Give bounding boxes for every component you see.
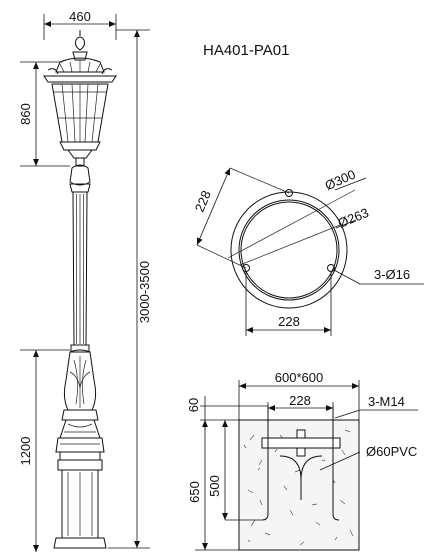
dim-text-total: 3000-3500 <box>137 261 152 323</box>
dim-lantern-height: 860 <box>18 61 70 167</box>
dim-text-circle-side: 228 <box>192 188 214 214</box>
dim-text-bolt-spacing: 228 <box>289 393 311 408</box>
dim-text-top-offset: 60 <box>186 398 201 412</box>
dim-lamp-width: 460 <box>43 9 117 40</box>
dim-text-bolts: 3-M14 <box>368 394 405 409</box>
model-title: HA401-PA01 <box>203 42 289 59</box>
dim-text-inner-diameter: Ø263 <box>336 205 371 231</box>
dim-text-foundation-depth: 650 <box>187 481 202 503</box>
lamp-post-elevation <box>43 30 117 549</box>
flange-plan-view: 228 Ø300 Ø263 3-Ø16 228 <box>192 167 424 336</box>
dim-text-460: 460 <box>69 9 91 24</box>
dim-text-holes: 3-Ø16 <box>374 267 410 282</box>
dim-text-860: 860 <box>18 103 33 125</box>
dim-total-height: 3000-3500 <box>108 29 152 549</box>
foundation-section: 600*600 228 3-M14 60 650 500 Ø60PVC <box>186 370 418 551</box>
dim-base-height: 1200 <box>18 349 70 552</box>
dim-text-bolt-depth: 500 <box>207 475 222 497</box>
dim-text-1200: 1200 <box>18 437 33 466</box>
dim-text-foundation-size: 600*600 <box>275 370 323 385</box>
dim-text-circle-bottom: 228 <box>278 314 300 329</box>
dim-text-outer-diameter: Ø300 <box>323 167 358 194</box>
dim-text-conduit: Ø60PVC <box>366 444 417 459</box>
